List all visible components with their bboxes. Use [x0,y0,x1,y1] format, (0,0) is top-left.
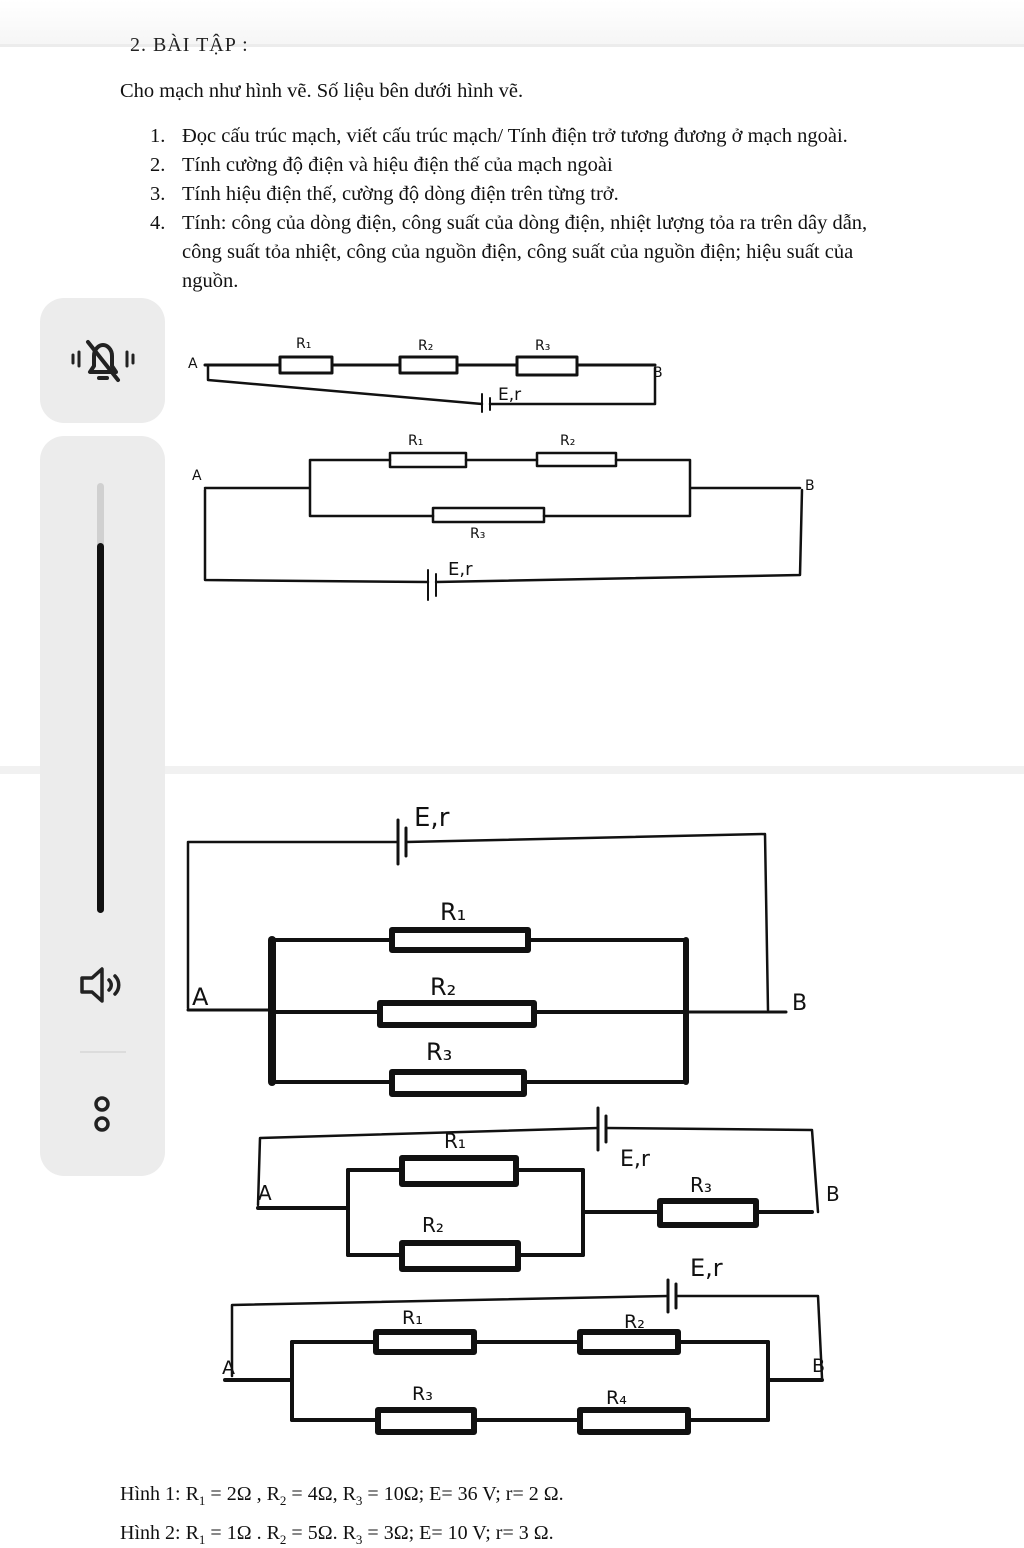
page-top-band [0,0,1024,47]
label-r1: R₁ [402,1307,423,1329]
label-r1: R₁ [408,433,423,449]
task-list: 1.Đọc cấu trúc mạch, viết cấu trúc mạch/… [150,122,890,296]
label-r2: R₂ [430,973,456,1001]
label-r1: R₁ [444,1129,466,1153]
volume-slider-fill[interactable] [97,543,104,913]
node-a: A [192,468,202,484]
label-source: E,r [448,559,473,580]
label-r3: R₃ [690,1173,712,1197]
task-item: 3.Tính hiệu điện thế, cường độ dòng điện… [150,183,619,205]
label-r3: R₃ [470,526,485,542]
label-r2: R₂ [624,1311,645,1333]
label-r2: R₂ [422,1213,444,1237]
node-a: A [222,1357,235,1379]
label-source: E,r [414,803,450,833]
node-a: A [258,1181,272,1205]
label-r1: R₁ [440,898,466,926]
circuit-2: R₁ R₂ R₃ A B E,r [192,433,815,601]
node-b: B [653,365,663,381]
circuit-1: R₁ R₂ R₃ A B E,r [188,336,663,413]
footnote-figure-1: Hình 1: R1 = 2Ω , R2 = 4Ω, R3 = 10Ω; E= … [120,1483,564,1508]
label-source: E,r [620,1147,651,1172]
label-r3: R₃ [412,1383,433,1405]
bell-off-icon [71,340,135,382]
speaker-icon[interactable] [76,965,130,1005]
section-heading: 2. BÀI TẬP : [130,34,249,56]
label-source: E,r [498,385,521,405]
label-source: E,r [690,1254,723,1282]
task-item: 2.Tính cường độ điện và hiệu điện thế củ… [150,154,613,176]
label-r3: R₃ [426,1038,452,1066]
mute-toggle-button[interactable] [40,298,165,423]
task-item: 4.Tính: công của dòng điện, công suất củ… [150,212,868,292]
node-b: B [826,1182,840,1206]
node-b: B [805,478,815,494]
label-r1: R₁ [296,336,311,352]
label-r2: R₂ [418,338,433,354]
circuit-3: R₁ R₂ R₃ A B E,r [186,803,807,1097]
label-r4: R₄ [606,1387,627,1409]
circuit-5: R₁ R₂ R₃ R₄ A B E,r [222,1254,825,1435]
node-b: B [792,991,807,1016]
footnote-figure-2: Hình 2: R1 = 1Ω . R2 = 5Ω. R3 = 3Ω; E= 1… [120,1522,554,1547]
label-r3: R₃ [535,338,550,354]
panel-divider [80,1051,126,1053]
label-r2: R₂ [560,433,575,449]
node-a: A [188,356,198,372]
more-options-icon[interactable] [90,1093,114,1135]
task-item: 1.Đọc cấu trúc mạch, viết cấu trúc mạch/… [150,125,848,147]
node-a: A [192,983,209,1011]
node-b: B [812,1355,825,1377]
circuit-4: R₁ R₂ R₃ A B E,r [256,1106,840,1272]
intro-text: Cho mạch như hình vẽ. Số liệu bên dưới h… [120,80,524,102]
page-separator [0,766,1024,774]
